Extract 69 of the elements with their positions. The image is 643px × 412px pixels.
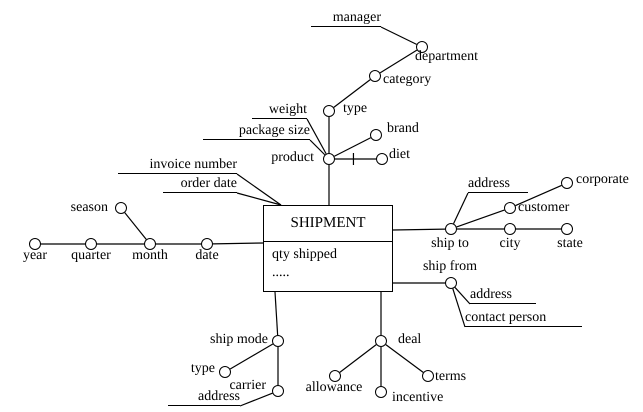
attribute-label: quarter bbox=[71, 248, 111, 264]
attribute-label: date bbox=[195, 248, 219, 264]
attribute-label: month bbox=[132, 248, 168, 264]
attribute-label: deal bbox=[398, 332, 422, 348]
measure-label: qty shipped bbox=[272, 246, 337, 264]
underlined-attribute: invoice number bbox=[118, 157, 237, 174]
attribute-label: corporate bbox=[576, 172, 629, 188]
attribute-label: ship mode bbox=[210, 332, 268, 348]
underlined-attribute: manager bbox=[311, 10, 381, 27]
attribute-label: ship from bbox=[422, 259, 478, 275]
connector-line bbox=[456, 209, 505, 228]
attribute-label: ship to bbox=[431, 236, 469, 252]
connector-line bbox=[236, 174, 282, 206]
attribute-label: type bbox=[190, 361, 215, 377]
connector-line bbox=[380, 50, 418, 74]
attribute-label: terms bbox=[435, 369, 466, 385]
underlined-attribute: address bbox=[468, 176, 528, 193]
connector-line bbox=[335, 158, 376, 160]
underlined-attribute: address bbox=[470, 287, 536, 304]
connector-line bbox=[452, 288, 466, 328]
connector-line bbox=[339, 344, 377, 373]
connector-line bbox=[156, 243, 201, 245]
connector-line bbox=[274, 292, 278, 336]
connector-line bbox=[230, 344, 274, 370]
connector-line bbox=[236, 192, 282, 206]
fact-box bbox=[263, 205, 393, 292]
attribute-label: city bbox=[500, 236, 520, 252]
underlined-attribute: contact person bbox=[465, 310, 582, 327]
connector-line bbox=[277, 347, 279, 385]
attribute-label: product bbox=[271, 150, 314, 166]
connector-line bbox=[380, 347, 382, 386]
attribute-label: diet bbox=[389, 147, 410, 163]
attribute-label: department bbox=[415, 49, 478, 65]
connector-line bbox=[454, 287, 470, 304]
connector-line bbox=[306, 118, 327, 154]
underlined-attribute: package size bbox=[203, 123, 310, 140]
connector-line bbox=[515, 184, 562, 206]
underlined-attribute: weight bbox=[252, 102, 307, 119]
attribute-label: type bbox=[343, 101, 368, 117]
underlined-attribute: order date bbox=[163, 176, 237, 193]
connector-line bbox=[380, 292, 382, 335]
connector-line bbox=[328, 117, 330, 153]
connector-line bbox=[310, 140, 326, 156]
connector-line bbox=[516, 228, 561, 230]
connector-line bbox=[212, 242, 264, 244]
attribute-label: year bbox=[22, 248, 48, 264]
fact-name: SHIPMENT bbox=[264, 206, 392, 242]
connector-line bbox=[124, 212, 147, 240]
connector-line bbox=[392, 228, 446, 231]
connector-line bbox=[457, 228, 504, 230]
connector-line bbox=[333, 79, 371, 108]
attribute-label: customer bbox=[518, 200, 570, 216]
attribute-label: incentive bbox=[392, 390, 444, 406]
connector-line bbox=[97, 243, 144, 245]
connector-line bbox=[41, 243, 85, 245]
connector-line bbox=[240, 392, 273, 407]
connector-line bbox=[453, 192, 469, 224]
connector-line bbox=[393, 282, 445, 284]
measure-label: ..... bbox=[272, 264, 290, 282]
attribute-label: season bbox=[70, 200, 108, 216]
underlined-attribute: address bbox=[168, 389, 240, 406]
connector-line bbox=[328, 165, 330, 205]
attribute-label: brand bbox=[387, 121, 419, 137]
connector-line bbox=[380, 26, 417, 45]
attribute-label: category bbox=[383, 72, 432, 88]
attribute-label: state bbox=[557, 236, 583, 252]
attribute-label: allowance bbox=[306, 380, 362, 396]
connector-line bbox=[334, 137, 371, 157]
connector-line bbox=[385, 344, 424, 373]
